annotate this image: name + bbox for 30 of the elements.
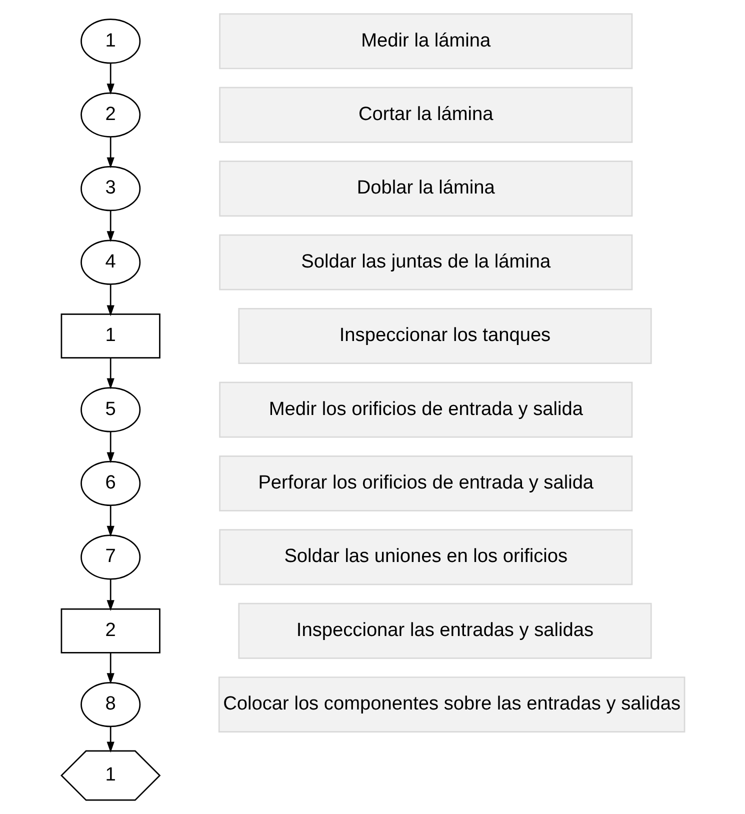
arrow bbox=[106, 210, 114, 242]
node-ellipse: 4 bbox=[80, 240, 140, 285]
arrow bbox=[106, 726, 114, 753]
node-ellipse: 8 bbox=[80, 682, 140, 728]
node-box: Inspeccionar las entradas y salidas bbox=[238, 602, 652, 659]
arrow bbox=[106, 652, 114, 684]
arrow bbox=[106, 63, 114, 95]
node-box: Perforar los orificios de entrada y salida bbox=[218, 455, 632, 512]
arrow bbox=[106, 506, 114, 537]
node-box: Cortar la lámina bbox=[218, 86, 632, 143]
node-ellipse: 5 bbox=[80, 387, 140, 432]
node-box: Soldar las uniones en los orificios bbox=[218, 529, 632, 586]
node-box: Soldar las juntas de la lámina bbox=[218, 234, 632, 290]
arrow bbox=[106, 432, 114, 464]
node-box: Inspeccionar los tanques bbox=[238, 308, 652, 364]
arrow bbox=[106, 137, 114, 168]
node-box: Medir los orificios de entrada y salida bbox=[218, 382, 632, 438]
arrow bbox=[106, 284, 114, 316]
node-box: 2 bbox=[60, 608, 160, 654]
node-ellipse: 3 bbox=[80, 166, 140, 212]
node-ellipse: 1 bbox=[80, 18, 140, 64]
node-ellipse: 6 bbox=[80, 460, 140, 506]
arrow bbox=[106, 579, 114, 612]
node-box: Medir la lámina bbox=[218, 13, 632, 70]
node-box: 1 bbox=[60, 314, 160, 359]
node-ellipse: 2 bbox=[80, 92, 140, 138]
node-box: Colocar los componentes sobre las entradas y salidas bbox=[218, 676, 685, 733]
node-ellipse: 7 bbox=[80, 534, 140, 580]
arrow bbox=[106, 358, 114, 390]
node-box: Doblar la lámina bbox=[218, 160, 632, 217]
